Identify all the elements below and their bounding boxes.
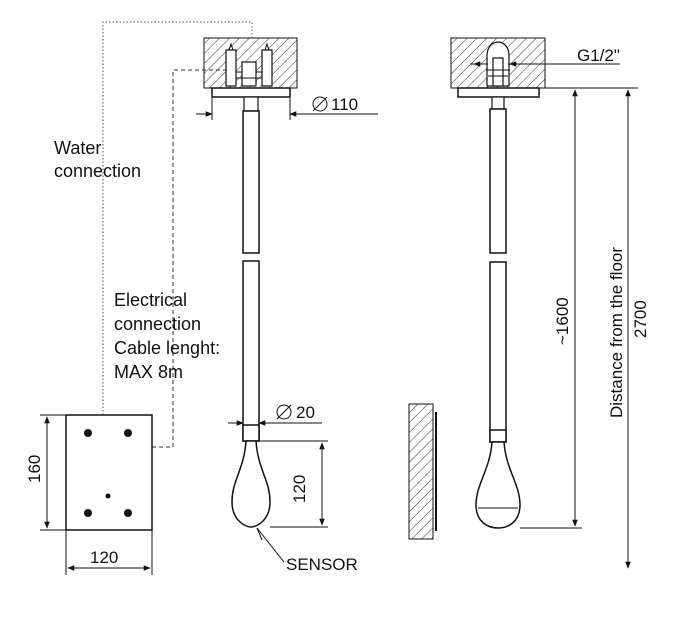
electrical-label-4: MAX 8m [114,362,183,382]
shower-head-right [475,441,521,529]
ceiling-plate-right [457,87,540,98]
right-view: G1/2" ~1600 Distance from the floor 2700 [408,37,650,569]
distance-2700-label: 2700 [631,300,650,338]
valve-assembly-right [486,41,510,87]
thread-label: G1/2" [577,46,620,65]
dim-1600-label: ~1600 [553,297,572,345]
left-view: 110 20 120 SENSOR [25,21,378,575]
distance-floor-label: Distance from the floor [607,247,626,418]
dim-20-label: 20 [296,403,315,422]
pipe-lower-right [489,261,507,443]
dim-box-height: 160 [25,414,66,531]
thread-callout: G1/2" [470,46,620,67]
electrical-connection-line [152,69,227,448]
wall-section [408,403,434,540]
pipe-lower-left [242,260,260,442]
sensor-callout: SENSOR [256,527,358,574]
dim-approx-length: ~1600 [520,87,582,529]
electrical-label-3: Cable lenght: [114,338,220,358]
water-connection-label-2: connection [54,161,141,181]
ceiling-plate-left [211,87,291,98]
dim-floor-distance: Distance from the floor 2700 [582,87,650,569]
control-box [65,414,153,531]
water-connection-line [102,21,253,415]
dim-110-label: 110 [331,95,358,114]
dim-box-160-label: 160 [25,455,44,483]
sensor-label: SENSOR [286,555,358,574]
dim-pipe-diameter: 20 [228,403,322,426]
pipe-upper-right [489,108,507,254]
dim-head-height: 120 [259,440,328,528]
pipe-upper-left [242,110,260,254]
dim-box-width: 120 [65,530,153,575]
electrical-label-1: Electrical [114,290,187,310]
valve-assembly-left [225,42,273,87]
dim-box-120-label: 120 [90,548,118,567]
shower-head-left [231,440,271,528]
dim-head-120-label: 120 [290,475,309,503]
dim-plate-diameter: 110 [196,95,378,120]
water-connection-label-1: Water [54,138,101,158]
electrical-label-2: connection [114,314,201,334]
